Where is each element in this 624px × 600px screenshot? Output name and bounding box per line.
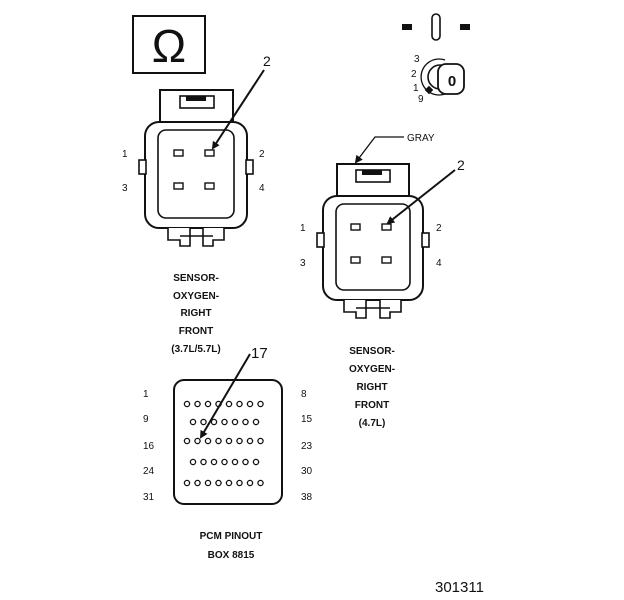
figure-number: 301311 <box>435 579 484 596</box>
pcm-title: PCM PINOUT BOX 8815 <box>200 531 263 561</box>
connector-right-pin-1: 1 <box>300 223 306 234</box>
pcm-cavity <box>236 437 243 445</box>
pcm-cavity <box>225 437 233 445</box>
pcm-cavity <box>231 458 239 466</box>
ignition-switch-icon: 0 3 2 1 9 <box>402 13 470 105</box>
pcm-cavity <box>183 437 191 445</box>
pcm-cavity <box>183 400 191 408</box>
connector-right-title-line-2: OXYGEN- <box>349 364 395 375</box>
pcm-cavity <box>194 479 201 487</box>
pcm-cavity <box>221 418 228 426</box>
ohm-symbol: Ω <box>152 20 186 72</box>
pcm-cavity <box>200 418 207 426</box>
ignition-position-3: 3 <box>414 54 420 65</box>
connector-left-title-line-2: OXYGEN- <box>173 291 219 302</box>
connector-left-title: SENSOR- OXYGEN- RIGHT FRONT (3.7L/5.7L) <box>171 273 220 355</box>
pcm-cavity <box>194 437 201 445</box>
pcm-cavity <box>246 400 254 408</box>
connector-left-pin-4: 4 <box>259 183 265 194</box>
callout-right: 2 <box>457 157 465 173</box>
connector-right-title-line-5: (4.7L) <box>359 418 386 429</box>
pcm-cavity <box>252 458 260 466</box>
connector-left <box>138 89 254 247</box>
connector-left-title-line-1: SENSOR- <box>173 273 219 284</box>
pcm-cavity <box>225 400 233 408</box>
connector-left-pin-3: 3 <box>122 183 128 194</box>
pcm-connector <box>173 379 283 505</box>
ignition-key-label: 0 <box>448 73 456 90</box>
ignition-position-2: 2 <box>411 69 417 80</box>
pcm-cavity <box>252 418 260 426</box>
pcm-cavity <box>204 479 212 487</box>
connector-right-title-line-4: FRONT <box>355 400 389 411</box>
pcm-callout: 17 <box>251 345 268 362</box>
callout-left: 2 <box>263 53 271 69</box>
connector-right-pin-4: 4 <box>436 258 442 269</box>
pcm-cavity <box>215 479 222 487</box>
connector-left-pin-2: 2 <box>259 149 265 160</box>
pcm-cavity <box>215 437 222 445</box>
pcm-cavity <box>246 437 254 445</box>
pcm-cavity <box>200 458 207 466</box>
pcm-right-pin-15: 15 <box>301 414 313 425</box>
connector-left-pin-1: 1 <box>122 149 128 160</box>
pcm-cavity <box>189 458 197 466</box>
connector-right-title-line-3: RIGHT <box>356 382 387 393</box>
connector-left-title-line-5: (3.7L/5.7L) <box>171 344 220 355</box>
pcm-cavity <box>189 418 197 426</box>
connector-right-pin-3: 3 <box>300 258 306 269</box>
pcm-cavity <box>257 437 264 445</box>
pcm-cavity <box>210 458 218 466</box>
pcm-right-pin-23: 23 <box>301 441 313 452</box>
pcm-title-line-1: PCM PINOUT <box>200 531 263 542</box>
connector-left-title-line-3: RIGHT <box>180 308 211 319</box>
pcm-cavity <box>225 479 233 487</box>
pcm-pin-grid <box>183 400 264 487</box>
pcm-cavity <box>242 458 249 466</box>
pcm-left-pin-9: 9 <box>143 414 149 425</box>
pcm-left-pin-16: 16 <box>143 441 155 452</box>
pcm-left-pin-24: 24 <box>143 466 155 477</box>
ignition-position-1: 1 <box>413 83 419 94</box>
connector-right-title-line-1: SENSOR- <box>349 346 395 357</box>
pcm-cavity <box>210 418 218 426</box>
pcm-cavity <box>257 400 264 408</box>
pcm-cavity <box>204 400 212 408</box>
pcm-cavity <box>246 479 254 487</box>
ohmmeter-icon: Ω <box>132 15 206 74</box>
pcm-title-line-2: BOX 8815 <box>208 550 255 561</box>
pcm-left-pin-1: 1 <box>143 389 149 400</box>
pcm-cavity <box>221 458 228 466</box>
pcm-left-pin-31: 31 <box>143 492 155 503</box>
pcm-cavity <box>183 479 191 487</box>
connector-right-title: SENSOR- OXYGEN- RIGHT FRONT (4.7L) <box>349 346 395 429</box>
pcm-cavity <box>236 400 243 408</box>
connector-right <box>316 163 430 319</box>
pcm-right-pin-30: 30 <box>301 466 313 477</box>
pcm-right-pin-8: 8 <box>301 389 307 400</box>
pcm-cavity <box>194 400 201 408</box>
pcm-right-pin-38: 38 <box>301 492 313 503</box>
pcm-cavity <box>257 479 264 487</box>
ignition-position-9: 9 <box>418 94 424 105</box>
pcm-cavity <box>204 437 212 445</box>
pcm-cavity <box>231 418 239 426</box>
wire-color-label: GRAY <box>407 133 435 144</box>
connector-right-pin-2: 2 <box>436 223 442 234</box>
pcm-cavity <box>236 479 243 487</box>
connector-left-title-line-4: FRONT <box>179 326 213 337</box>
pcm-cavity <box>242 418 249 426</box>
